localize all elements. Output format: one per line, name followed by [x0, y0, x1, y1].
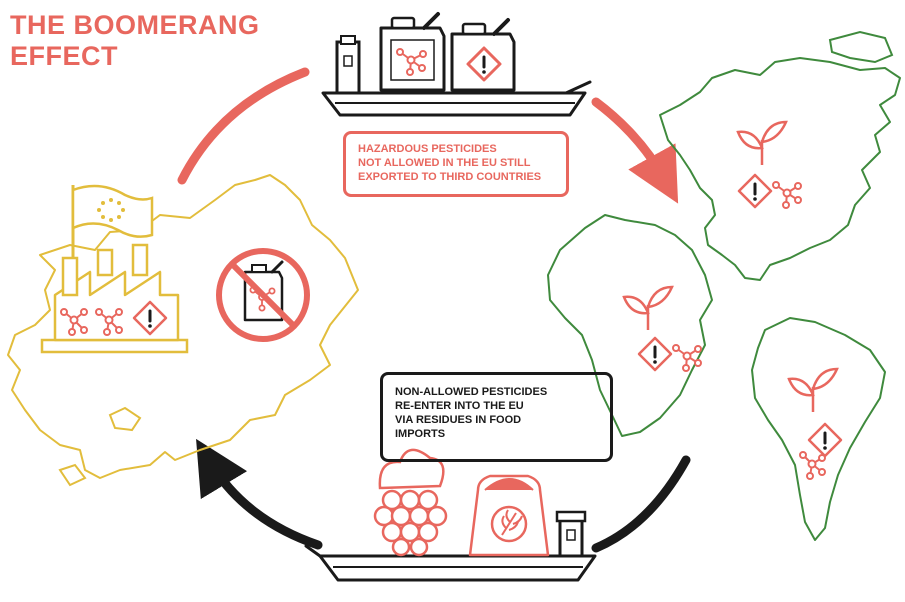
eu-flag-icon: [71, 184, 154, 258]
import-label-box: NON-ALLOWED PESTICIDES RE-ENTER INTO THE…: [380, 372, 613, 462]
hazard-warning-icon: [737, 173, 773, 209]
europe-map: [7, 174, 359, 479]
export-arrow: [591, 97, 679, 204]
import-label-line: IMPORTS: [395, 428, 446, 440]
greenland-map: [828, 30, 894, 64]
import-label-line: VIA RESIDUES IN FOOD: [395, 414, 522, 426]
export-label-line: HAZARDOUS PESTICIDES: [358, 143, 497, 155]
cycle-arc-top-left: [177, 67, 310, 185]
export-label-line: EXPORTED TO THIRD COUNTRIES: [358, 171, 542, 183]
grapes-icon: [373, 448, 448, 557]
import-label-line: NON-ALLOWED PESTICIDES: [395, 386, 548, 398]
banned-pesticide-icon: [216, 248, 310, 342]
molecule-icon: [799, 451, 826, 480]
grain-sack-icon: [468, 474, 550, 557]
pesticide-canister-icon: [379, 12, 446, 92]
export-ship: [321, 35, 592, 117]
north-america-map: [659, 57, 901, 281]
page-title: THE BOOMERANG EFFECT: [10, 10, 260, 72]
title-line: EFFECT: [10, 41, 118, 71]
plant-icon: [736, 120, 788, 165]
import-label-line: RE-ENTER INTO THE EU: [395, 400, 524, 412]
molecule-icon: [672, 344, 702, 372]
plant-icon: [787, 367, 839, 412]
import-ship: [304, 510, 597, 582]
title-line: THE BOOMERANG: [10, 10, 260, 40]
hazard-warning-icon: [807, 422, 843, 458]
europe-islands: [58, 406, 142, 487]
import-arrow: [196, 438, 323, 550]
cycle-arc-bottom-right: [591, 455, 691, 553]
hazard-warning-icon: [637, 336, 673, 372]
south-america-map: [751, 317, 886, 541]
africa-map: [547, 214, 713, 437]
plant-icon: [622, 285, 674, 330]
factory-icon: [40, 243, 189, 354]
molecule-icon: [772, 181, 802, 209]
export-label-line: NOT ALLOWED IN THE EU STILL: [358, 157, 531, 169]
pesticide-canister-warning-icon: [450, 18, 516, 92]
export-label-box: HAZARDOUS PESTICIDES NOT ALLOWED IN THE …: [343, 131, 569, 197]
